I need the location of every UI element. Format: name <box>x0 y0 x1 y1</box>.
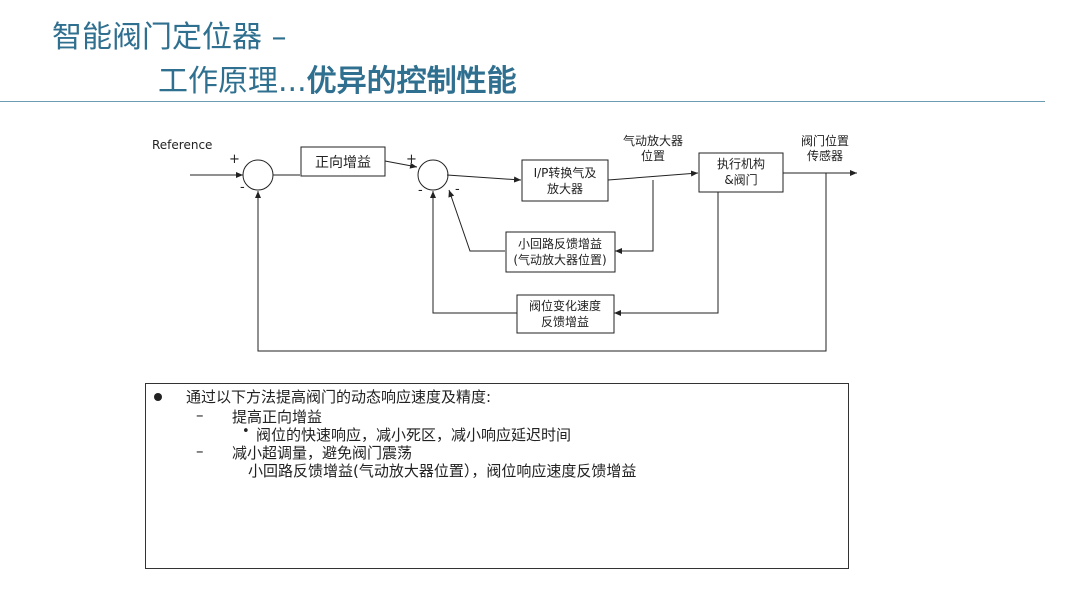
notes-item-2: 减小超调量，避免阀门震荡 <box>232 444 413 462</box>
minor-loop-gain-block <box>505 231 616 273</box>
actuator-label-2: &阀门 <box>724 172 757 187</box>
ip-converter-label-1: I/P转换气及 <box>534 165 597 180</box>
sum2-minus-sign-b: - <box>455 182 460 197</box>
title-part-1: 工作原理... <box>158 64 307 99</box>
notes-sub-bullet: • <box>242 424 250 439</box>
actuator-block <box>698 152 784 193</box>
amp-position-label-1: 气动放大器 <box>623 133 683 148</box>
position-feedback-line <box>255 173 827 352</box>
sum2-minus-sign-a: - <box>418 183 423 198</box>
sum2-to-ip-line <box>446 174 522 183</box>
header-divider <box>0 101 1045 102</box>
velocity-to-sum2-line <box>430 191 517 314</box>
actuator-label-1: 执行机构 <box>717 156 765 171</box>
bullet-dot-icon <box>154 393 162 401</box>
minor-loop-feedback-line <box>615 180 654 254</box>
reference-label: Reference <box>152 138 212 152</box>
notes-item-2-sub: 小回路反馈增益(气动放大器位置），阀位响应速度反馈增益 <box>248 462 637 480</box>
velocity-feedback-label-2: 反馈增益 <box>541 315 589 329</box>
valve-sensor-label-2: 传感器 <box>807 148 843 163</box>
notes-box: 通过以下方法提高阀门的动态响应速度及精度: – 提高正向增益 • 阀位的快速响应… <box>145 383 849 569</box>
velocity-feedback-line <box>614 192 719 316</box>
summing-junction-1 <box>242 159 274 191</box>
notes-item-1: 提高正向增益 <box>232 408 323 426</box>
notes-item-1-sub: 阀位的快速响应，减小死区，减小响应延迟时间 <box>256 426 572 444</box>
forward-gain-label: 正向增益 <box>315 155 371 171</box>
ip-converter-block <box>521 159 609 202</box>
minor-loop-label-2: (气动放大器位置) <box>513 252 606 267</box>
title-line-2: 工作原理...优异的控制性能 <box>158 56 517 100</box>
minor-loop-label-1: 小回路反馈增益 <box>518 236 602 251</box>
velocity-feedback-block <box>516 294 615 334</box>
ip-to-actuator-line <box>607 170 699 181</box>
minor-loop-to-sum2-line <box>448 189 505 252</box>
notes-main-line: 通过以下方法提高阀门的动态响应速度及精度: <box>186 388 492 406</box>
notes-dash-1: – <box>196 406 204 424</box>
gain-to-sum2-line <box>384 160 418 169</box>
amp-position-label-2: 位置 <box>641 148 665 163</box>
forward-gain-block <box>300 146 386 177</box>
title-part-2: 优异的控制性能 <box>306 64 517 99</box>
velocity-feedback-label-1: 阀位变化速度 <box>529 298 601 313</box>
title-line-1: 智能阀门定位器 – <box>52 20 287 55</box>
sum2-plus-sign: + <box>406 152 417 167</box>
notes-dash-2: – <box>196 442 204 460</box>
sum1-plus-sign: + <box>229 152 240 167</box>
summing-junction-2 <box>417 159 449 191</box>
sum1-minus-sign: - <box>240 180 245 195</box>
ip-converter-label-2: 放大器 <box>547 181 583 196</box>
valve-sensor-label-1: 阀门位置 <box>801 133 849 148</box>
